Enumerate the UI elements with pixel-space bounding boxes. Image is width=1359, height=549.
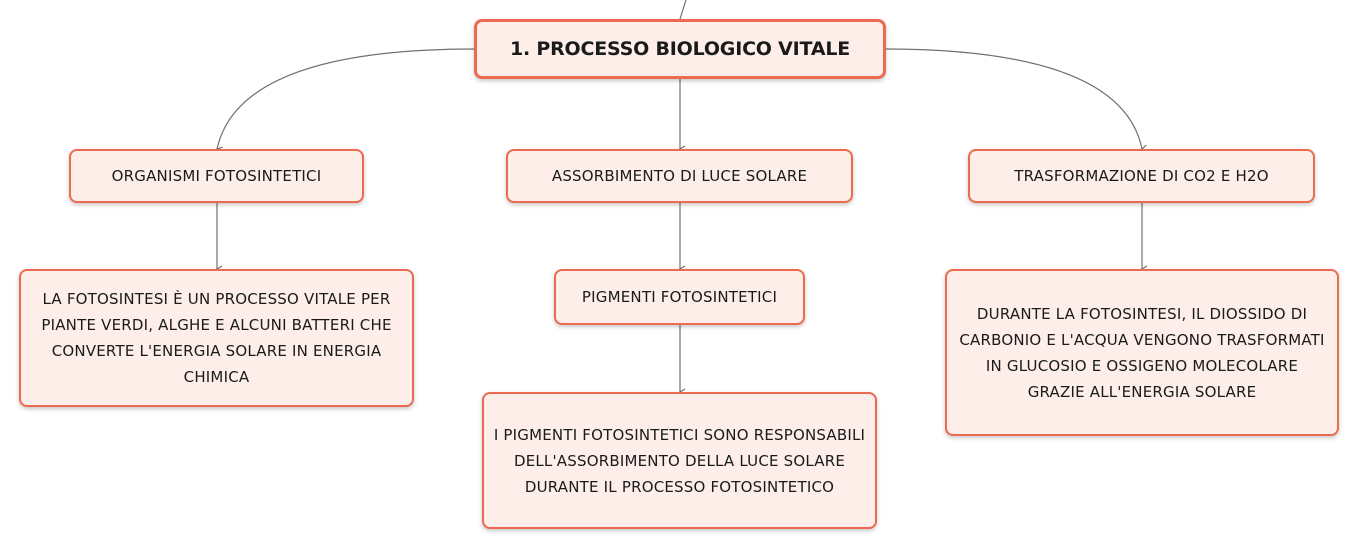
branch-node-organismi[interactable]: ORGANISMI FOTOSINTETICI bbox=[69, 149, 364, 203]
branch-node-trasformazione[interactable]: TRASFORMAZIONE DI CO2 E H2O bbox=[968, 149, 1315, 203]
detail-node-organismi[interactable]: LA FOTOSINTESI È UN PROCESSO VITALE PER … bbox=[19, 269, 414, 407]
sub-label: PIGMENTI FOTOSINTETICI bbox=[581, 288, 778, 306]
connector-root-left bbox=[215, 48, 476, 154]
detail-text: I PIGMENTI FOTOSINTETICI SONO RESPONSABI… bbox=[493, 425, 866, 496]
detail-text: LA FOTOSINTESI È UN PROCESSO VITALE PER … bbox=[41, 290, 392, 386]
connector-incoming bbox=[679, 0, 687, 20]
branch-label: ORGANISMI FOTOSINTETICI bbox=[111, 167, 322, 185]
branch-label: TRASFORMAZIONE DI CO2 E H2O bbox=[1014, 167, 1269, 185]
root-node[interactable]: 1. PROCESSO BIOLOGICO VITALE bbox=[474, 19, 886, 79]
root-label: 1. PROCESSO BIOLOGICO VITALE bbox=[509, 38, 851, 60]
detail-node-trasformazione[interactable]: DURANTE LA FOTOSINTESI, IL DIOSSIDO DI C… bbox=[945, 269, 1339, 436]
detail-text: DURANTE LA FOTOSINTESI, IL DIOSSIDO DI C… bbox=[959, 304, 1325, 401]
branch-node-assorbimento[interactable]: ASSORBIMENTO DI LUCE SOLARE bbox=[506, 149, 853, 203]
connector-root-right bbox=[883, 48, 1148, 152]
detail-node-pigmenti[interactable]: I PIGMENTI FOTOSINTETICI SONO RESPONSABI… bbox=[482, 392, 877, 529]
sub-node-pigmenti[interactable]: PIGMENTI FOTOSINTETICI bbox=[554, 269, 805, 325]
branch-label: ASSORBIMENTO DI LUCE SOLARE bbox=[551, 167, 808, 185]
